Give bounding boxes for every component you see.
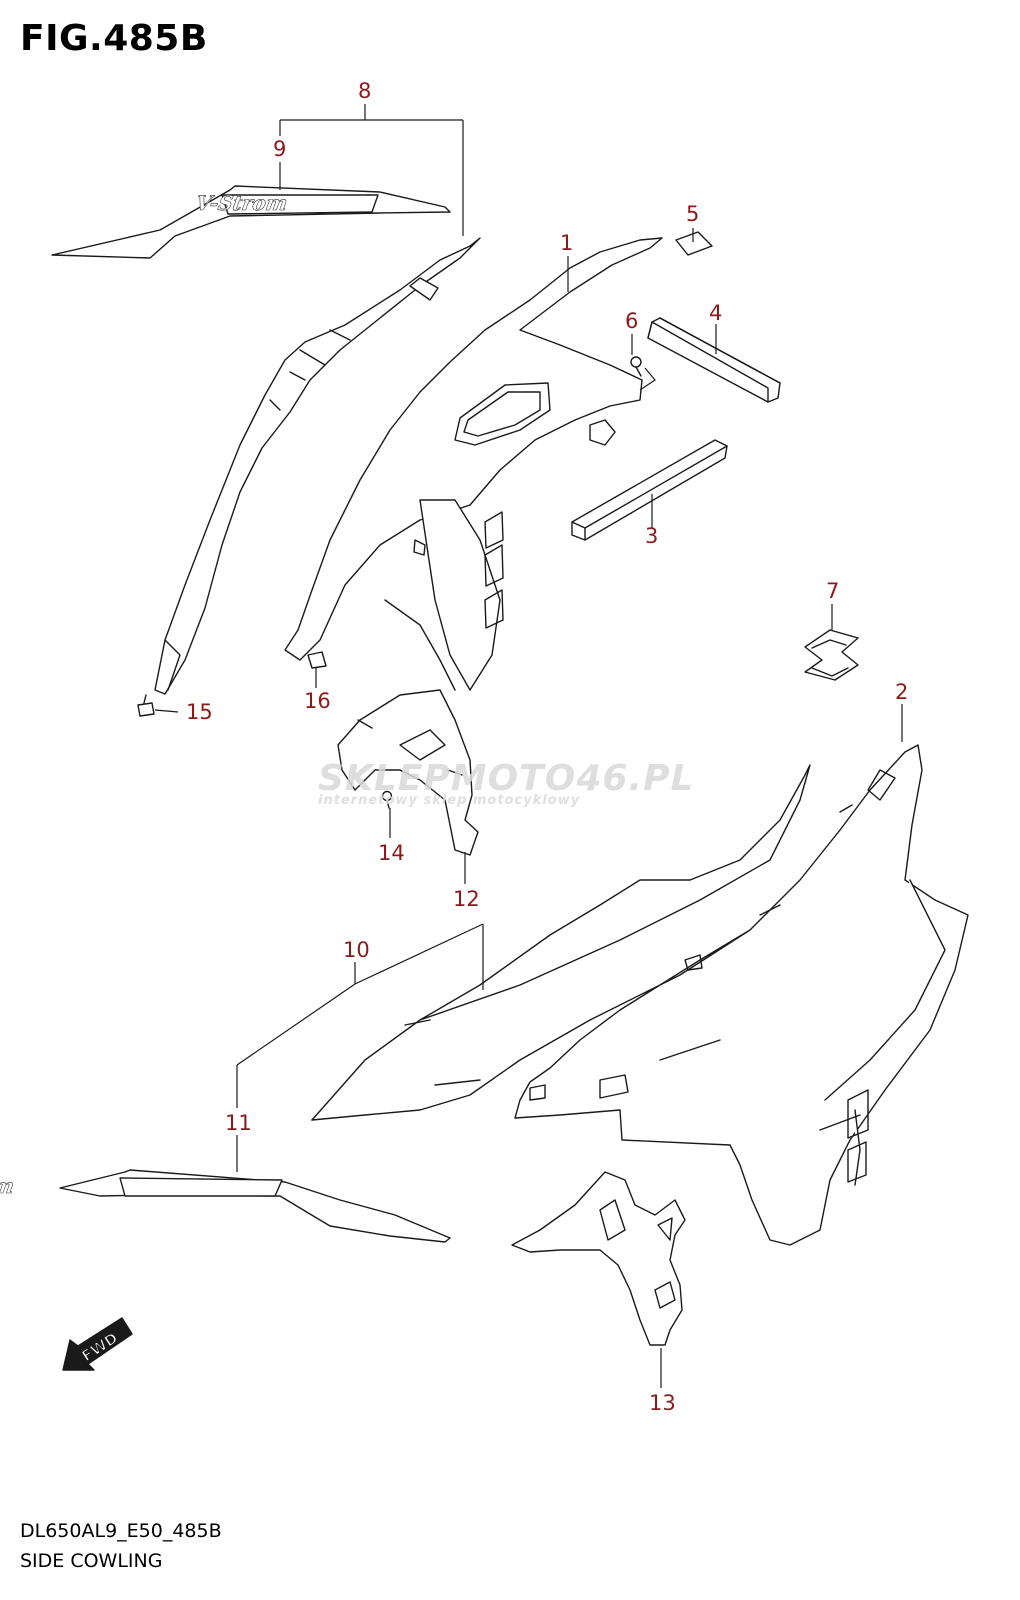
callout-11: 11 xyxy=(225,1111,252,1135)
callout-5: 5 xyxy=(686,202,699,226)
callout-4: 4 xyxy=(709,301,722,325)
cowling-side-right-drawing xyxy=(311,744,969,1246)
callout-10: 10 xyxy=(343,938,370,962)
screw-drawing xyxy=(630,356,642,377)
callout-9: 9 xyxy=(273,137,286,161)
leader-lines xyxy=(154,104,903,1388)
figure-title: FIG.485B xyxy=(20,18,208,59)
cushion-lower-drawing xyxy=(571,439,728,541)
callout-13: 13 xyxy=(649,1391,676,1415)
callout-8: 8 xyxy=(358,79,371,103)
cover-set-left-drawing xyxy=(154,237,481,695)
callout-labels: 1 2 3 4 5 6 7 8 9 10 11 12 13 14 15 16 xyxy=(186,79,908,1415)
callout-16: 16 xyxy=(304,689,331,713)
diagram-code: DL650AL9_E50_485B xyxy=(20,1520,222,1542)
callout-3: 3 xyxy=(645,524,658,548)
fwd-arrow-icon: FWD xyxy=(62,1317,133,1371)
callout-6: 6 xyxy=(625,309,638,333)
decal-upper: V-Strom xyxy=(51,185,451,259)
suzuki-emblem-drawing xyxy=(804,629,859,681)
lower-decal-logo: V-Strom xyxy=(0,1174,16,1198)
watermark-main: SKLEPMOTO46.PL xyxy=(318,758,695,799)
callout-1: 1 xyxy=(560,231,573,255)
cowling-upper-left-drawing xyxy=(284,237,663,716)
callout-2: 2 xyxy=(895,680,908,704)
bracket-left-drawing xyxy=(337,689,479,856)
cushion-upper-drawing xyxy=(647,317,781,403)
fastener-trim-drawing xyxy=(137,694,155,717)
bracket-right-drawing xyxy=(511,1171,686,1346)
callout-14: 14 xyxy=(378,841,405,865)
nut-clip-drawing xyxy=(307,651,327,669)
upper-decal-logo: V-Strom xyxy=(194,191,289,215)
callout-12: 12 xyxy=(453,887,480,911)
screw-bracket-drawing xyxy=(381,790,393,809)
watermark-sub: internetowy sklep motocyklowy xyxy=(318,793,581,808)
cushion-pad-drawing xyxy=(675,231,713,256)
diagram-name: SIDE COWLING xyxy=(20,1550,163,1572)
callout-7: 7 xyxy=(826,579,839,603)
callout-15: 15 xyxy=(186,700,213,724)
decal-lower: V-Strom xyxy=(0,1169,451,1243)
